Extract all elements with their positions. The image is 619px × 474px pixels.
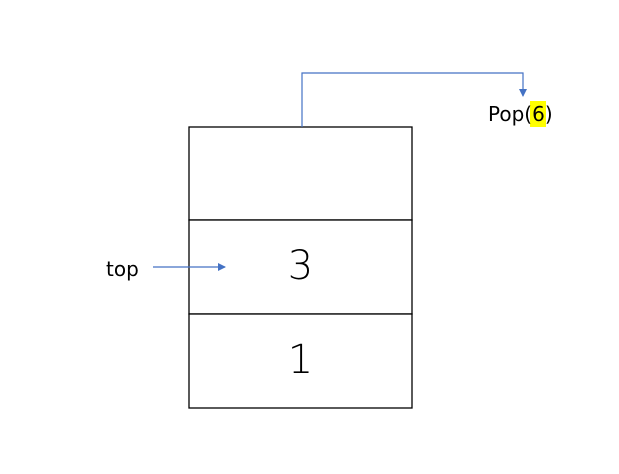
argument-highlight <box>530 101 546 127</box>
stack-cell-value: 3 <box>288 243 313 289</box>
operation-name: Pop <box>488 102 524 126</box>
pop-operation-label: Pop(6) <box>488 102 553 126</box>
stack-cell-bottom <box>188 313 413 409</box>
stack-cell-value: 1 <box>288 337 313 383</box>
top-pointer-label: top <box>106 257 139 281</box>
operation-argument: 6 <box>532 102 545 126</box>
stack-cell-top <box>188 219 413 315</box>
pop-arrow <box>301 72 527 127</box>
operation-open-paren: ( <box>524 102 532 126</box>
operation-close-paren: ) <box>545 102 553 126</box>
stack: 3 1 <box>188 126 413 409</box>
stack-cell-empty <box>188 126 413 221</box>
